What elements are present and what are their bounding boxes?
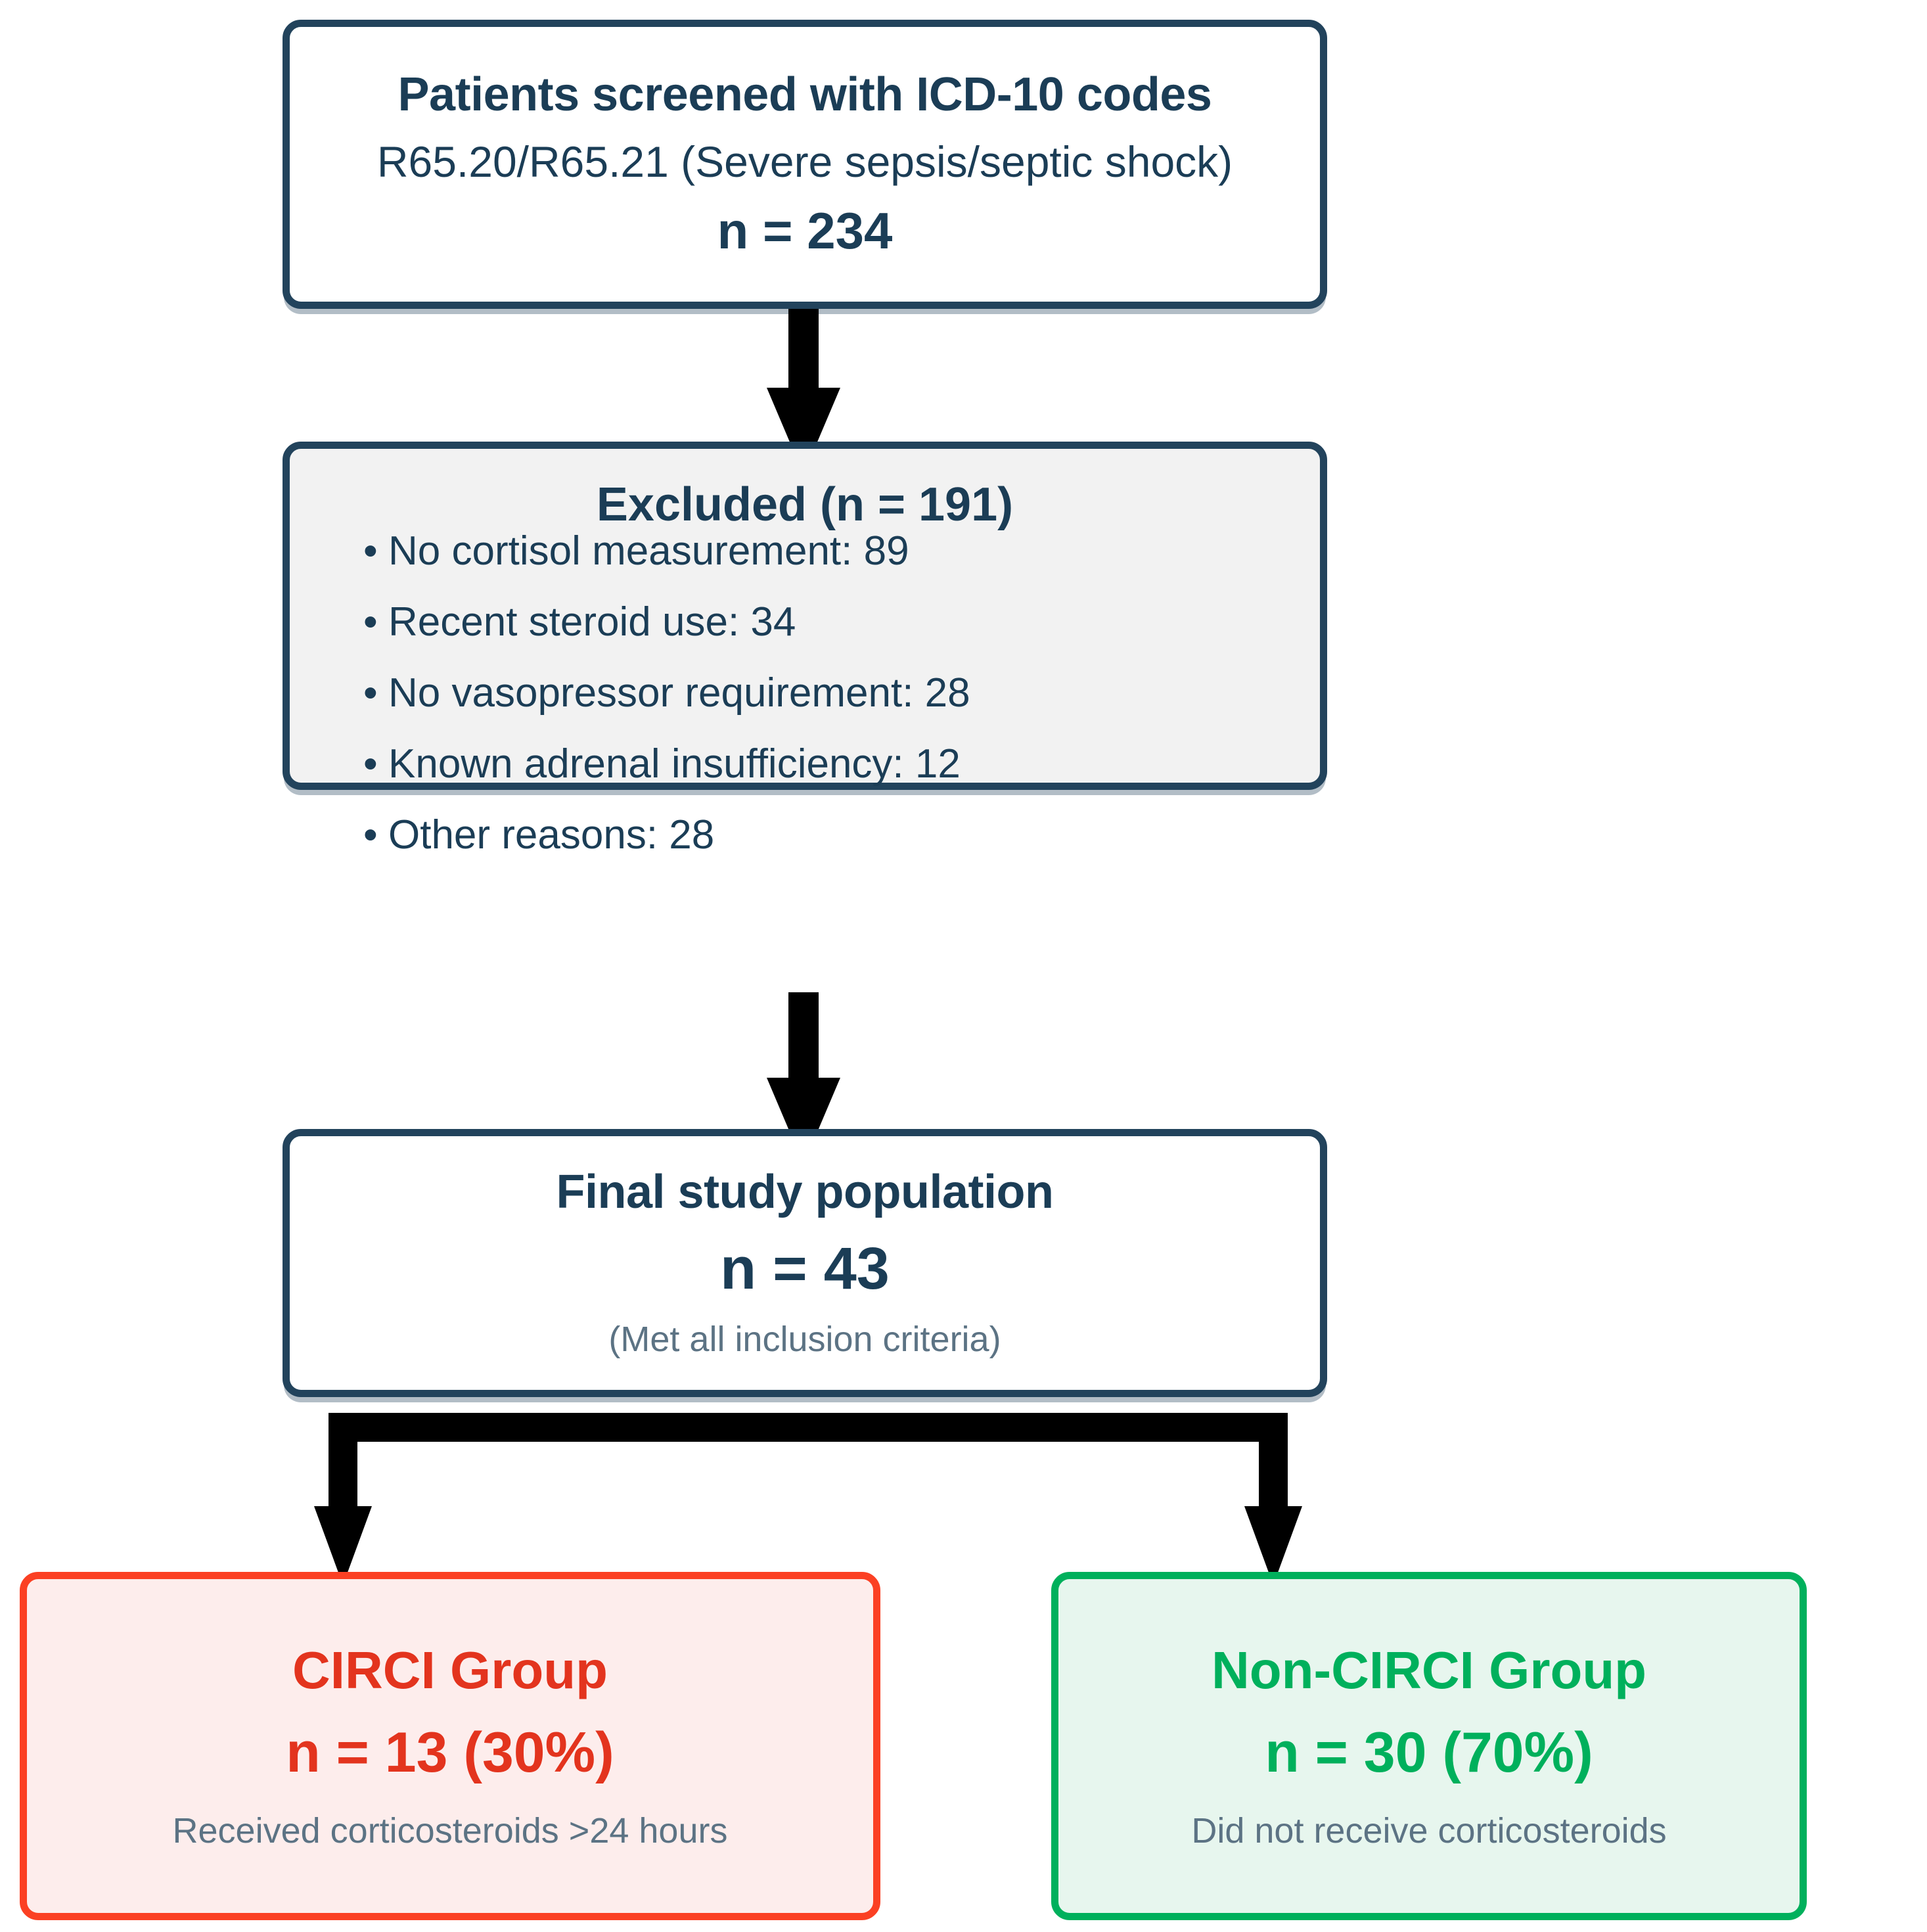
circi-note: Received corticosteroids >24 hours (172, 1810, 728, 1851)
node-final-population[interactable]: Final study population n = 43 (Met all i… (283, 1129, 1327, 1397)
circi-count: n = 13 (30%) (286, 1721, 614, 1784)
node-non-circi-group[interactable]: Non-CIRCI Group n = 30 (70%) Did not rec… (1051, 1572, 1807, 1920)
list-item: •Recent steroid use: 34 (363, 602, 1320, 643)
non-circi-note: Did not receive corticosteroids (1191, 1810, 1667, 1851)
connector-branch-left-leg (329, 1413, 357, 1513)
non-circi-title: Non-CIRCI Group (1211, 1641, 1647, 1699)
bullet-icon: • (363, 599, 378, 645)
screened-title: Patients screened with ICD-10 codes (397, 68, 1212, 122)
screened-subtitle: R65.20/R65.21 (Severe sepsis/septic shoc… (376, 137, 1233, 187)
connector-branch-right-leg (1259, 1413, 1288, 1513)
screened-count: n = 234 (717, 201, 893, 260)
reason-label: No cortisol measurement: 89 (388, 528, 909, 574)
circi-title: CIRCI Group (292, 1641, 608, 1699)
bullet-icon: • (363, 741, 378, 787)
reason-label: No vasopressor requirement: 28 (388, 670, 970, 716)
non-circi-count: n = 30 (70%) (1265, 1721, 1593, 1784)
bullet-icon: • (363, 670, 378, 716)
node-excluded[interactable]: Excluded (n = 191) •No cortisol measurem… (283, 442, 1327, 856)
reason-label: Recent steroid use: 34 (388, 599, 796, 645)
list-item: •Known adrenal insufficiency: 12 (363, 744, 1320, 785)
connector-excluded-to-final (788, 992, 819, 1084)
node-patients-screened[interactable]: Patients screened with ICD-10 codes R65.… (283, 20, 1327, 309)
excluded-reason-list: •No cortisol measurement: 89 •Recent ste… (290, 531, 1320, 856)
connector-screened-to-excluded (788, 309, 819, 394)
bullet-icon: • (363, 812, 378, 858)
list-item: •No vasopressor requirement: 28 (363, 673, 1320, 714)
final-population-title: Final study population (556, 1166, 1054, 1219)
reason-label: Other reasons: 28 (388, 812, 715, 858)
final-population-note: (Met all inclusion criteria) (608, 1320, 1001, 1360)
node-circi-group[interactable]: CIRCI Group n = 13 (30%) Received cortic… (20, 1572, 880, 1920)
bullet-icon: • (363, 528, 378, 574)
final-population-count: n = 43 (720, 1236, 890, 1302)
connector-branch-bar (329, 1413, 1288, 1442)
reason-label: Known adrenal insufficiency: 12 (388, 741, 961, 787)
list-item: •No cortisol measurement: 89 (363, 531, 1320, 572)
list-item: •Other reasons: 28 (363, 815, 1320, 856)
excluded-heading: Excluded (n = 191) (596, 478, 1014, 531)
